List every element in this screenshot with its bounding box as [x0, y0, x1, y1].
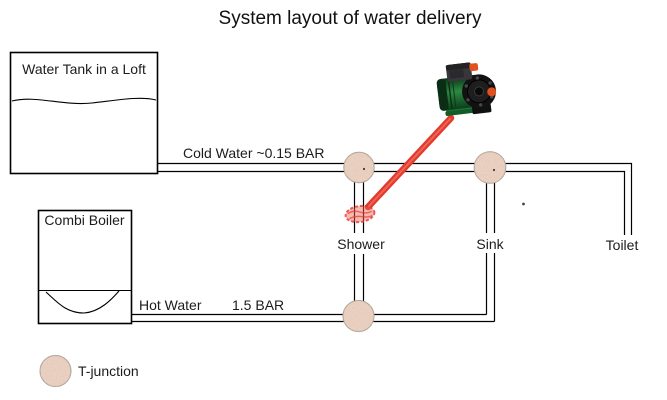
hot-pipe-label: Hot Water: [139, 297, 202, 313]
tank-water-level-wave: [11, 97, 157, 105]
legend-t-junction-label: T-junction: [78, 363, 139, 379]
shower-label: Shower: [337, 236, 385, 252]
hot-pipe-pressure: 1.5 BAR: [232, 297, 285, 313]
tank-label: Water Tank in a Loft: [22, 61, 146, 77]
junction-center-dot: [362, 167, 366, 171]
hot-water-pipe: [131, 313, 495, 323]
booster-pump-image: [436, 62, 497, 116]
t-junction-marker-shower-hot: [342, 300, 375, 332]
cold-pipe-label: Cold Water ~0.15 BAR: [183, 145, 325, 161]
arrow-scribble-head: [344, 204, 376, 224]
junction-center-dot: [492, 168, 496, 172]
cold-water-pipe: [157, 162, 633, 235]
water-tank-box: [9, 51, 159, 175]
t-junction-markers: [342, 151, 507, 332]
stray-mark: [522, 202, 525, 206]
page-title: System layout of water delivery: [218, 8, 482, 29]
red-annotation-arrow: [344, 114, 455, 224]
combi-boiler-box: [37, 209, 133, 325]
boiler-water-level-curve: [45, 290, 120, 314]
t-junction-marker-shower-cold: [343, 151, 375, 184]
sink-label: Sink: [476, 236, 504, 252]
t-junction-marker-sink-cold: [473, 151, 507, 184]
boiler-label: Combi Boiler: [44, 212, 125, 228]
toilet-label: Toilet: [605, 237, 639, 253]
legend-t-junction-marker: [39, 355, 72, 387]
